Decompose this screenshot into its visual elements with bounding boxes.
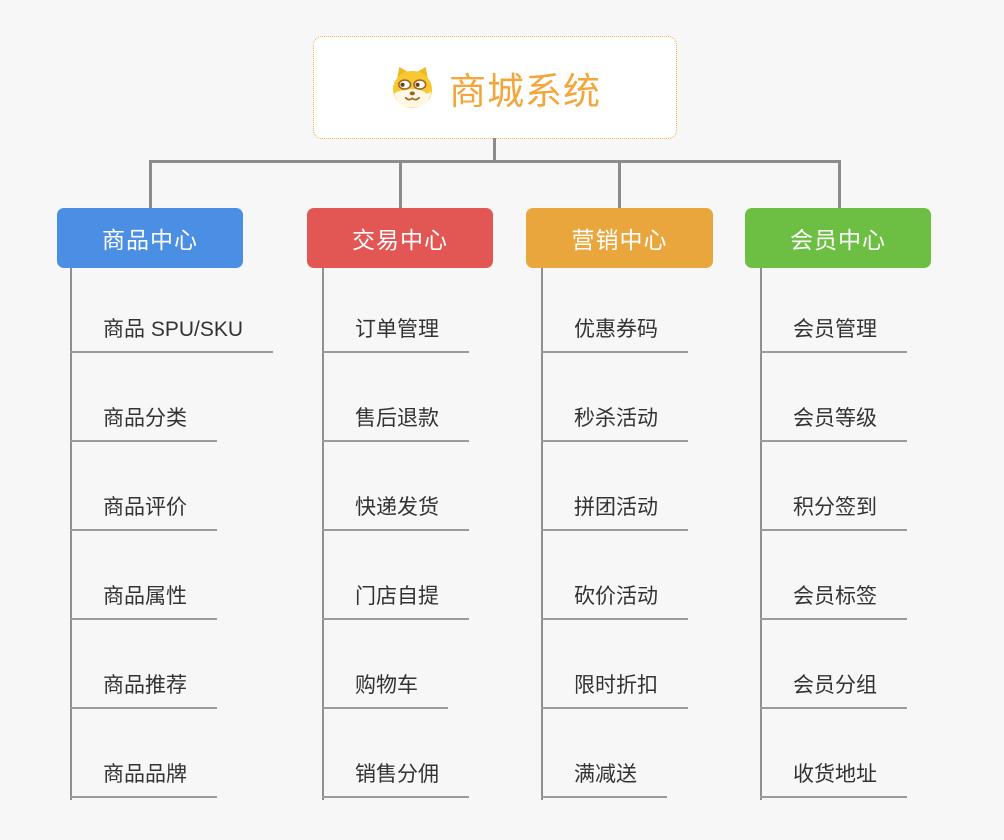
leaf-node[interactable]: 商品评价 <box>70 442 273 531</box>
leaf-label: 门店自提 <box>322 584 469 620</box>
leaf-label: 会员分组 <box>760 673 907 709</box>
leaf-label: 会员标签 <box>760 584 907 620</box>
leaf-label: 商品品牌 <box>70 762 217 798</box>
leaf-node[interactable]: 快递发货 <box>322 442 469 531</box>
leaf-node[interactable]: 限时折扣 <box>541 620 688 709</box>
branch-trunk-line <box>322 268 324 800</box>
leaf-label: 秒杀活动 <box>541 406 688 442</box>
connector-bus <box>149 160 841 163</box>
branch-trunk-line <box>760 268 762 800</box>
leaf-label: 商品评价 <box>70 495 217 531</box>
leaf-label: 会员管理 <box>760 317 907 353</box>
leaf-label: 积分签到 <box>760 495 907 531</box>
leaf-label: 商品 SPU/SKU <box>70 317 274 353</box>
leaf-label: 限时折扣 <box>541 673 688 709</box>
root-title: 商城系统 <box>449 70 601 112</box>
connector-root-stem <box>493 138 496 163</box>
leaf-node[interactable]: 商品 SPU/SKU <box>70 264 274 353</box>
connector-drop-member <box>838 160 841 208</box>
leaf-label: 商品分类 <box>70 406 217 442</box>
root-node[interactable]: 商城系统 <box>313 36 677 139</box>
leaf-node[interactable]: 会员标签 <box>760 531 907 620</box>
branch-box-member[interactable]: 会员中心 <box>745 208 931 268</box>
leaf-node[interactable]: 门店自提 <box>322 531 469 620</box>
leaf-label: 会员等级 <box>760 406 907 442</box>
leaf-node[interactable]: 会员管理 <box>760 264 907 353</box>
leaf-node[interactable]: 售后退款 <box>322 353 469 442</box>
leaf-node[interactable]: 订单管理 <box>322 264 469 353</box>
leaf-label: 收货地址 <box>760 762 907 798</box>
leaf-label: 商品推荐 <box>70 673 217 709</box>
leaf-label: 商品属性 <box>70 584 217 620</box>
leaf-node[interactable]: 优惠券码 <box>541 264 688 353</box>
leaf-node[interactable]: 积分签到 <box>760 442 907 531</box>
leaf-node[interactable]: 秒杀活动 <box>541 353 688 442</box>
branch-label: 会员中心 <box>790 227 886 253</box>
leaf-label: 满减送 <box>541 762 667 798</box>
leaf-column-marketing: 优惠券码 秒杀活动 拼团活动 砍价活动 限时折扣 满减送 <box>541 264 688 798</box>
branch-label: 交易中心 <box>352 227 448 253</box>
leaf-label: 订单管理 <box>322 317 469 353</box>
leaf-column-member: 会员管理 会员等级 积分签到 会员标签 会员分组 收货地址 <box>760 264 907 798</box>
leaf-node[interactable]: 会员分组 <box>760 620 907 709</box>
dog-icon <box>392 66 433 109</box>
branch-box-products[interactable]: 商品中心 <box>57 208 243 268</box>
leaf-node[interactable]: 满减送 <box>541 709 688 798</box>
leaf-label: 优惠券码 <box>541 317 688 353</box>
leaf-node[interactable]: 商品属性 <box>70 531 273 620</box>
leaf-node[interactable]: 商品分类 <box>70 353 273 442</box>
leaf-label: 拼团活动 <box>541 495 688 531</box>
connector-drop-trade <box>399 160 402 208</box>
leaf-node[interactable]: 拼团活动 <box>541 442 688 531</box>
connector-drop-products <box>149 160 152 208</box>
leaf-node[interactable]: 收货地址 <box>760 709 907 798</box>
leaf-label: 砍价活动 <box>541 584 688 620</box>
leaf-column-trade: 订单管理 售后退款 快递发货 门店自提 购物车 销售分佣 <box>322 264 469 798</box>
branch-label: 商品中心 <box>102 227 198 253</box>
branch-box-marketing[interactable]: 营销中心 <box>526 208 713 268</box>
leaf-column-products: 商品 SPU/SKU 商品分类 商品评价 商品属性 商品推荐 商品品牌 <box>70 264 274 798</box>
leaf-label: 销售分佣 <box>322 762 469 798</box>
leaf-label: 购物车 <box>322 673 448 709</box>
leaf-label: 售后退款 <box>322 406 469 442</box>
leaf-node[interactable]: 销售分佣 <box>322 709 469 798</box>
branch-box-trade[interactable]: 交易中心 <box>307 208 493 268</box>
leaf-node[interactable]: 会员等级 <box>760 353 907 442</box>
leaf-node[interactable]: 砍价活动 <box>541 531 688 620</box>
branch-trunk-line <box>541 268 543 800</box>
branch-label: 营销中心 <box>571 227 668 253</box>
branch-trunk-line <box>70 268 72 800</box>
leaf-label: 快递发货 <box>322 495 469 531</box>
leaf-node[interactable]: 商品推荐 <box>70 620 273 709</box>
connector-drop-marketing <box>618 160 621 208</box>
leaf-node[interactable]: 购物车 <box>322 620 469 709</box>
leaf-node[interactable]: 商品品牌 <box>70 709 273 798</box>
